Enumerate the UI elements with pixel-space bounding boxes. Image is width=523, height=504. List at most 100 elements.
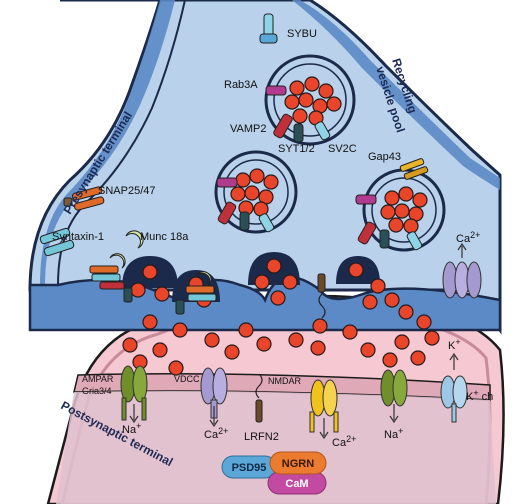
label-sv2c: SV2C <box>328 143 357 155</box>
neurotransmitter-dot <box>168 360 184 376</box>
neurotransmitter-dot <box>249 168 265 184</box>
neurotransmitter-dot <box>204 332 220 348</box>
label-na-2: Na+ <box>384 426 403 441</box>
neurotransmitter-dot <box>282 274 298 290</box>
presynaptic-small-protein <box>317 273 326 319</box>
label-sybu: SYBU <box>287 28 317 40</box>
neurotransmitter-dot <box>122 337 138 353</box>
presynaptic-ca-channel <box>442 242 482 299</box>
ngrn-label: NGRN <box>282 458 314 470</box>
munc18a-protein <box>125 230 144 249</box>
snap2547-protein <box>63 186 105 211</box>
vdcc-channel <box>200 367 228 428</box>
postsynaptic-cytosol <box>56 391 496 504</box>
label-vdcc: VDCC <box>174 374 200 384</box>
label-ampar: AMPAR <box>82 374 114 384</box>
neurotransmitter-dot <box>254 274 270 290</box>
label-gria34: Gria3/4 <box>82 386 112 396</box>
neurotransmitter-dot <box>238 322 254 338</box>
neurotransmitter-dot <box>244 185 260 201</box>
neurotransmitter-dot <box>289 80 305 96</box>
neurotransmitter-dot <box>382 352 398 368</box>
neurotransmitter-dot <box>394 334 410 350</box>
label-lrfn2: LRFN2 <box>244 431 279 443</box>
neurotransmitter-dot <box>142 264 158 280</box>
label-k-ch: K+ch <box>466 388 493 403</box>
k-channel <box>440 352 468 423</box>
neurotransmitter-dot <box>348 262 364 278</box>
neurotransmitter-dot <box>410 350 426 366</box>
neurotransmitter-dot <box>398 186 414 202</box>
label-nmdar: NMDAR <box>268 376 301 386</box>
neurotransmitter-dot <box>172 322 188 338</box>
neurotransmitter-dot <box>304 76 320 92</box>
neurotransmitter-dot <box>292 108 308 124</box>
label-munc18a: Munc 18a <box>140 231 189 243</box>
snare-complex <box>175 271 217 315</box>
neurotransmitter-dot <box>412 192 428 208</box>
neurotransmitter-dot <box>284 94 300 110</box>
label-snap2547: SNAP25/47 <box>98 185 155 197</box>
neurotransmitter-dot <box>312 318 328 334</box>
ngrn-pill: NGRN <box>269 451 327 475</box>
psd95-pill: PSD95 <box>221 455 277 479</box>
neurotransmitter-dot <box>424 330 440 346</box>
label-rab3a: Rab3A <box>224 79 258 91</box>
neurotransmitter-dot <box>384 292 400 308</box>
sybu-protein <box>259 13 278 44</box>
vesicle-lumen <box>371 177 437 243</box>
neurotransmitter-dot <box>326 96 342 112</box>
sv2c-protein <box>258 121 423 251</box>
label-na-1: Na+ <box>122 421 141 436</box>
neurotransmitter-dot <box>230 186 246 202</box>
neurotransmitter-dot <box>142 314 158 330</box>
label-ca-presynaptic: Ca2+ <box>456 230 480 245</box>
neurotransmitter-dot <box>130 282 146 298</box>
neurotransmitter-dot <box>398 304 414 320</box>
presynaptic-membrane-band <box>40 0 175 285</box>
ampar-channel-2 <box>380 369 408 424</box>
neurotransmitter-dot <box>263 174 279 190</box>
neurotransmitter-dot <box>154 286 170 302</box>
snare-complex <box>89 253 133 303</box>
neurotransmitter-dot <box>403 218 419 234</box>
neurotransmitter-dot <box>270 290 286 306</box>
cam-label: CaM <box>285 478 308 490</box>
vesicle-lumen <box>223 159 289 225</box>
neurotransmitter-dot <box>380 204 396 220</box>
neurotransmitter-dot <box>288 332 304 348</box>
label-ca-vdcc: Ca2+ <box>204 426 228 441</box>
label-vamp2: VAMP2 <box>230 123 266 135</box>
gap43-protein <box>399 158 429 180</box>
presynaptic-right-band <box>292 0 500 190</box>
syntaxin1-protein <box>39 227 75 257</box>
psd95-label: PSD95 <box>232 462 267 474</box>
label-syt12: SYT1/2 <box>278 143 315 155</box>
neurotransmitter-dot <box>318 83 334 99</box>
label-ca-nmdar: Ca2+ <box>332 434 356 449</box>
vesicle-proteins <box>216 85 423 251</box>
lrfn2-protein <box>255 373 263 423</box>
neurotransmitter-dot <box>256 336 272 352</box>
neurotransmitter-dot <box>384 190 400 206</box>
label-gap43: Gap43 <box>368 151 401 163</box>
neurotransmitter-dot <box>394 203 410 219</box>
nmdar-channel <box>309 379 339 440</box>
ampar-channel <box>120 365 148 424</box>
label-syntaxin1: Syntaxin-1 <box>52 231 104 243</box>
neurotransmitter-dot <box>310 340 326 356</box>
label-k: K+ <box>448 337 461 352</box>
neurotransmitter-dot <box>360 342 376 358</box>
syt12-protein <box>239 123 390 249</box>
rab3a-protein <box>216 85 377 205</box>
vamp2-protein <box>217 113 377 245</box>
snare-complexes <box>89 253 326 319</box>
neurotransmitter-dot <box>224 344 240 360</box>
neurotransmitter-dot <box>235 172 251 188</box>
vesicle-lumen <box>273 63 347 137</box>
cam-pill: CaM <box>267 471 327 495</box>
neurotransmitter-dot <box>342 324 358 340</box>
neurotransmitter-dot <box>152 342 168 358</box>
neurotransmitter-dot <box>416 314 432 330</box>
